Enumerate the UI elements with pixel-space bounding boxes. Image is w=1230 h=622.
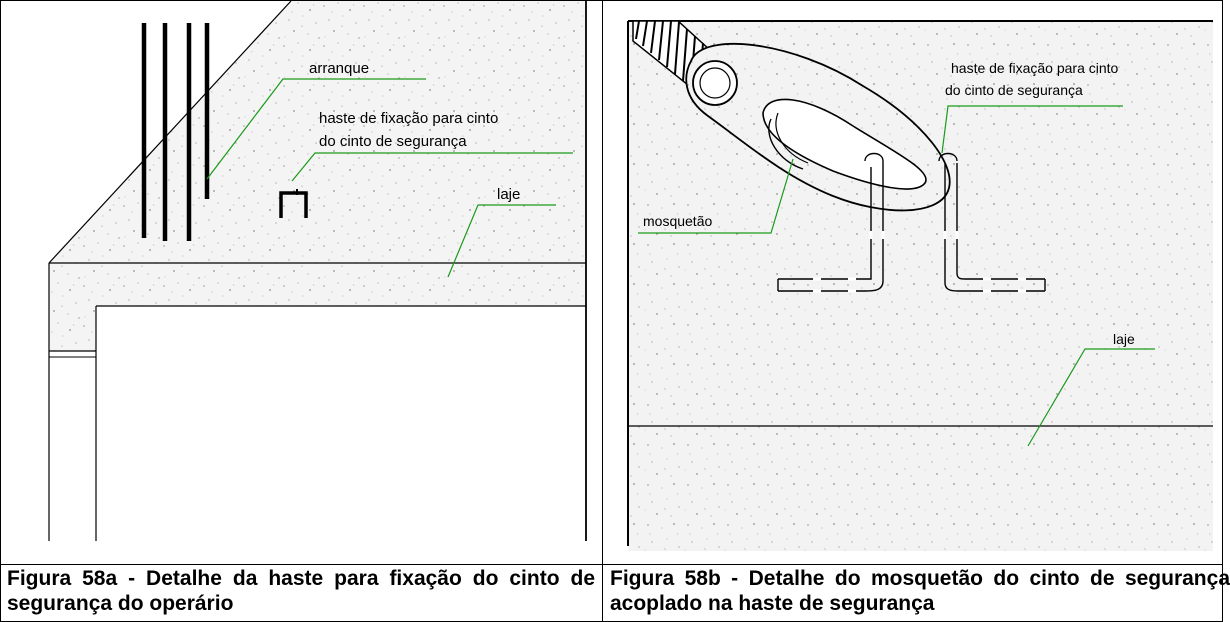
anchor-hook — [279, 191, 308, 218]
label-haste-line1: haste de fixação para cinto — [319, 110, 498, 127]
rebar-starters — [141, 23, 210, 241]
label-haste-line2: do cinto de segurança — [319, 133, 467, 150]
leader-lines — [206, 78, 573, 278]
slab-top-surface — [49, 1, 586, 263]
figure-58b-drawing: haste de fixação para cinto do cinto de … — [603, 1, 1223, 564]
label-mosquetao: mosquetão — [643, 213, 712, 229]
caption-divider — [0, 564, 1223, 565]
figure-58a-drawing: arranque haste de fixação para cinto do … — [1, 0, 602, 564]
caption-figure-58a: Figura 58a - Detalhe da haste para fixaç… — [7, 567, 595, 615]
label-laje-b: laje — [1113, 331, 1135, 347]
label-arranque: arranque — [309, 60, 369, 77]
panel-divider-vertical — [602, 0, 603, 622]
label-laje: laje — [497, 186, 520, 203]
caption-figure-58b-text: Figura 58b - Detalhe do mosquetão do cin… — [610, 567, 1230, 615]
label-haste-line1-b: haste de fixação para cinto — [951, 60, 1119, 76]
anchor-bars — [777, 152, 1046, 292]
slab-edge — [49, 263, 586, 351]
label-haste-line2-b: do cinto de segurança — [945, 82, 1083, 98]
leader-lines-b — [638, 105, 1155, 447]
caption-figure-58b: Figura 58b - Detalhe do mosquetão do cin… — [610, 566, 1230, 622]
carabiner — [685, 42, 951, 212]
